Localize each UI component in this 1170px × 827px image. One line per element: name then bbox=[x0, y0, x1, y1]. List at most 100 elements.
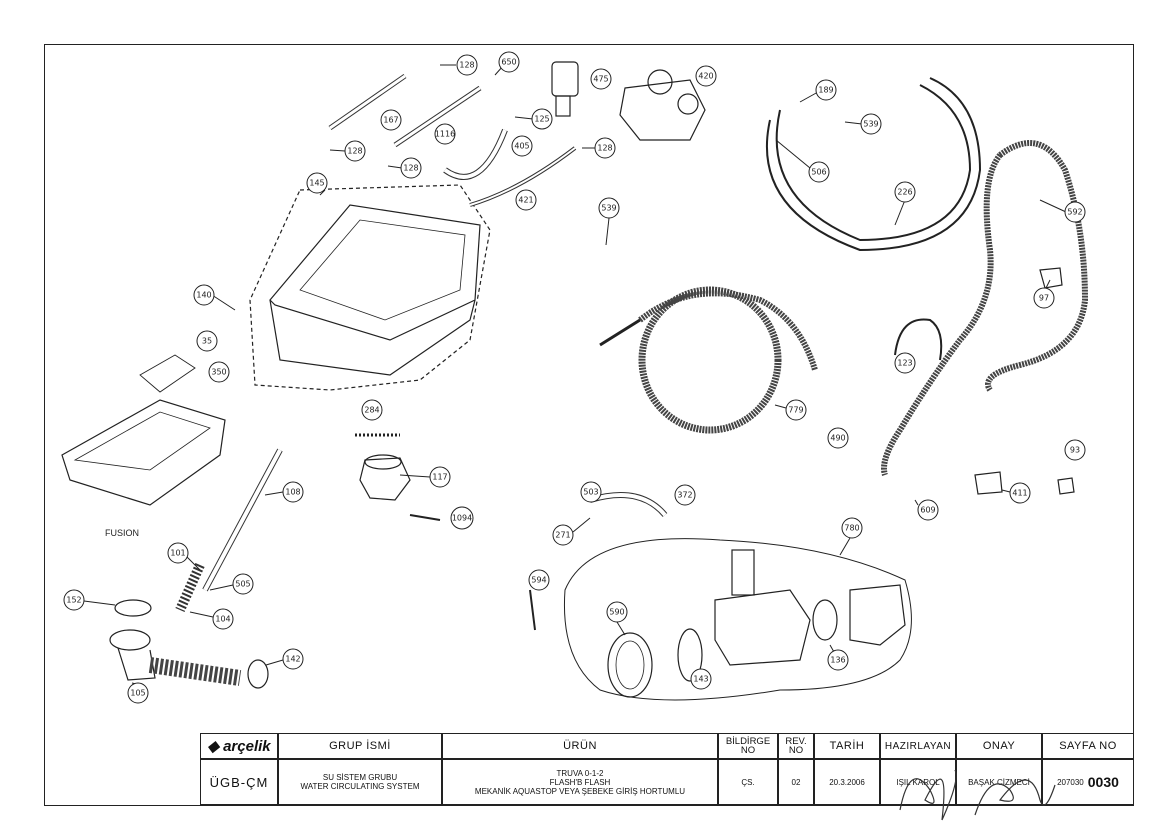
signature-prepared bbox=[899, 769, 957, 821]
clamp-123 bbox=[894, 318, 943, 361]
callout-35: 35 bbox=[196, 330, 218, 352]
svg-text:128: 128 bbox=[597, 144, 612, 153]
callout-128-b: 128 bbox=[329, 140, 366, 162]
svg-text:136: 136 bbox=[830, 656, 845, 665]
callout-128-c: 128 bbox=[387, 157, 422, 179]
callout-271: 271 bbox=[552, 517, 591, 546]
drain-hose-coil-779 bbox=[638, 286, 782, 434]
logo-mark-icon: ◆ bbox=[207, 738, 224, 755]
callout-125: 125 bbox=[514, 108, 553, 130]
rev-header: REV. NO bbox=[778, 733, 814, 759]
callout-505: 505 bbox=[209, 573, 254, 595]
callout-143: 143 bbox=[690, 668, 712, 690]
svg-text:101: 101 bbox=[170, 549, 185, 558]
callout-145: 145 bbox=[306, 172, 328, 196]
dispenser-drawer bbox=[61, 399, 226, 506]
callout-123: 123 bbox=[894, 352, 916, 374]
pump-group-outline bbox=[563, 538, 912, 701]
svg-text:128: 128 bbox=[403, 164, 418, 173]
drawer-housing bbox=[269, 204, 481, 341]
signature-approved bbox=[974, 779, 1056, 816]
valve-420 bbox=[619, 79, 706, 141]
pin-1094 bbox=[409, 514, 441, 521]
group-header: GRUP İSMİ bbox=[278, 733, 442, 759]
svg-text:117: 117 bbox=[432, 473, 447, 482]
page-number: 207030 0030 bbox=[1042, 759, 1134, 805]
callout-503: 503 bbox=[580, 481, 602, 503]
svg-text:503: 503 bbox=[583, 488, 598, 497]
signatures bbox=[899, 769, 1056, 821]
group-code: ÜGB-ÇM bbox=[200, 759, 278, 805]
title-block: ◆ arçelik GRUP İSMİ ÜRÜN BİLDİRGE NO REV… bbox=[200, 733, 1134, 805]
form-no: ÇS. bbox=[718, 759, 778, 805]
callout-140: 140 bbox=[193, 284, 236, 311]
callout-142: 142 bbox=[265, 648, 304, 670]
hose-end-101 bbox=[175, 562, 205, 613]
part-callouts: 128 650 475 420 189 539 167 1116 125 405… bbox=[63, 51, 1086, 704]
callout-506: 506 bbox=[775, 139, 830, 183]
callout-780: 780 bbox=[839, 517, 863, 556]
callout-128-d: 128 bbox=[582, 137, 616, 159]
callout-117: 117 bbox=[399, 466, 451, 488]
svg-text:372: 372 bbox=[677, 491, 692, 500]
prepared-header: HAZIRLAYAN bbox=[880, 733, 956, 759]
svg-text:108: 108 bbox=[285, 488, 300, 497]
connector-411 bbox=[974, 471, 1003, 495]
product-description: TRUVA 0-1-2 FLASH'B FLASH MEKANİK AQUAST… bbox=[442, 759, 718, 805]
svg-text:142: 142 bbox=[285, 655, 300, 664]
filter-cap-590 bbox=[607, 632, 653, 698]
svg-text:93: 93 bbox=[1070, 446, 1080, 455]
svg-text:779: 779 bbox=[788, 406, 803, 415]
callout-421: 421 bbox=[515, 189, 537, 211]
svg-text:590: 590 bbox=[609, 608, 624, 617]
callout-475: 475 bbox=[590, 68, 612, 90]
product-line-1: TRUVA 0-1-2 bbox=[556, 768, 604, 778]
callout-284: 284 bbox=[361, 399, 383, 421]
svg-text:105: 105 bbox=[130, 689, 145, 698]
callout-594: 594 bbox=[528, 569, 550, 591]
callout-779: 779 bbox=[774, 399, 807, 421]
page-header: SAYFA NO bbox=[1042, 733, 1134, 759]
svg-text:506: 506 bbox=[811, 168, 826, 177]
svg-text:505: 505 bbox=[235, 580, 250, 589]
callout-226: 226 bbox=[894, 181, 916, 226]
callout-128-a: 128 bbox=[440, 54, 478, 76]
svg-text:123: 123 bbox=[897, 359, 912, 368]
callout-189: 189 bbox=[799, 79, 837, 103]
ring-152 bbox=[114, 599, 152, 617]
callout-136: 136 bbox=[827, 644, 849, 671]
page-no: 0030 bbox=[1087, 774, 1119, 790]
pump-body bbox=[714, 589, 811, 666]
svg-text:350: 350 bbox=[211, 368, 226, 377]
clip-97 bbox=[1039, 267, 1063, 289]
callout-490: 490 bbox=[827, 427, 849, 449]
svg-text:35: 35 bbox=[202, 337, 212, 346]
callout-405: 405 bbox=[511, 135, 533, 157]
callout-609: 609 bbox=[914, 499, 939, 521]
svg-text:411: 411 bbox=[1012, 489, 1027, 498]
svg-text:189: 189 bbox=[818, 86, 833, 95]
svg-text:490: 490 bbox=[830, 434, 845, 443]
svg-text:1116: 1116 bbox=[435, 130, 455, 139]
svg-text:1094: 1094 bbox=[452, 514, 472, 523]
drawing-frame bbox=[44, 44, 1134, 806]
date-header: TARİH bbox=[814, 733, 880, 759]
cup-105 bbox=[109, 629, 151, 651]
callout-650: 650 bbox=[494, 51, 520, 76]
svg-text:780: 780 bbox=[844, 524, 859, 533]
svg-text:420: 420 bbox=[698, 72, 713, 81]
svg-text:592: 592 bbox=[1067, 208, 1082, 217]
pump-part-117 bbox=[359, 457, 411, 501]
clip-93 bbox=[1057, 477, 1075, 495]
callout-420: 420 bbox=[695, 65, 717, 87]
callout-372: 372 bbox=[674, 484, 696, 506]
callout-1094: 1094 bbox=[450, 506, 474, 530]
valve-475 bbox=[551, 61, 579, 97]
screw-594 bbox=[529, 589, 536, 631]
seal-136 bbox=[812, 599, 838, 641]
brand-logo: ◆ arçelik bbox=[200, 733, 278, 759]
callout-167: 167 bbox=[380, 109, 402, 131]
svg-text:167: 167 bbox=[383, 116, 398, 125]
svg-text:97: 97 bbox=[1039, 294, 1049, 303]
callout-152: 152 bbox=[63, 589, 116, 611]
